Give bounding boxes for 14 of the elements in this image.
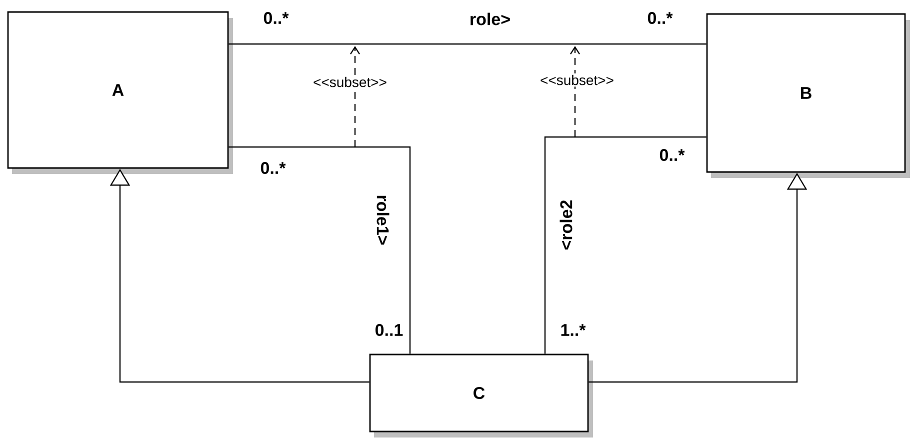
multiplicity-label: 1..* (561, 324, 586, 336)
class-box: A (7, 11, 233, 174)
role-label: role1> (376, 194, 390, 246)
role-label: role> (468, 12, 512, 26)
class-box: C (369, 354, 593, 438)
multiplicity-label: 0..* (260, 162, 286, 174)
role-label: <role2 (558, 198, 574, 252)
stereotype-label: <<subset>> (312, 75, 388, 89)
multiplicity-label: 0..* (660, 148, 685, 162)
association-line (228, 43, 706, 45)
association-line (228, 146, 411, 354)
stereotype-label: <<subset>> (538, 73, 616, 87)
class-box: B (706, 13, 910, 178)
association-line (544, 136, 706, 354)
